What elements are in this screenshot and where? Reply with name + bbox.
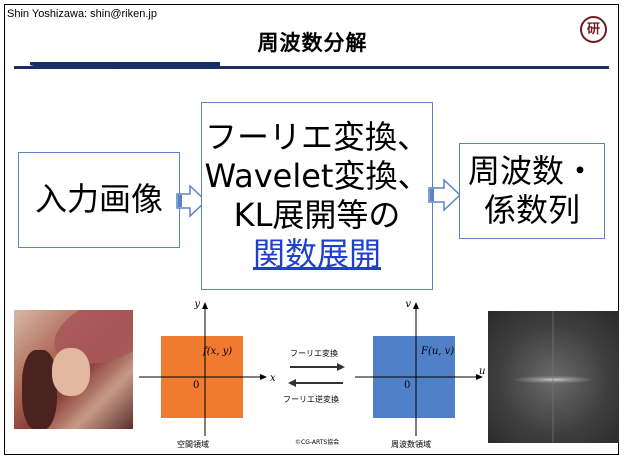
transform-arrows: フーリエ変換 フーリエ逆変換 ©CG-ARTS協会 (283, 348, 345, 446)
logo-glyph: 研 (586, 22, 600, 37)
spatial-domain-caption: 空間領域 (177, 439, 209, 449)
transform-box: フーリエ変換、 Wavelet変換、 KL展開等の 関数展開 (201, 102, 433, 290)
output-line-2: 係数列 (483, 191, 580, 229)
frequency-origin-label: 0 (404, 380, 410, 391)
function-expansion-link[interactable]: 関数展開 (252, 235, 381, 274)
forward-transform-label: フーリエ変換 (290, 348, 338, 358)
fourier-transform-diagram: y x f(x, y) 0 空間領域 フーリエ変換 フーリエ逆変換 ©CG-AR… (139, 299, 485, 449)
spectrum-image (488, 311, 619, 443)
slide-title: 周波数分解 (257, 31, 368, 55)
y-axis-label: y (193, 299, 200, 310)
frequency-function-label: F(u, v) (420, 346, 454, 357)
frequency-domain-plot: v u F(u, v) 0 周波数領域 (355, 299, 485, 449)
title-rule (14, 66, 609, 69)
arrow-right-icon (428, 178, 462, 212)
u-axis-label: u (479, 366, 485, 377)
spatial-domain-plot: y x f(x, y) 0 空間領域 (139, 299, 276, 449)
input-image-label: 入力画像 (34, 180, 163, 219)
output-line-1: 周波数・ (467, 151, 596, 190)
frequency-domain-caption: 周波数領域 (391, 439, 431, 449)
v-axis-label: v (405, 299, 411, 310)
transform-line-3: KL展開等の (233, 196, 401, 234)
spatial-function-label: f(x, y) (202, 346, 232, 357)
spatial-origin-label: 0 (193, 380, 199, 391)
input-photo (14, 310, 133, 429)
x-axis-label: x (270, 373, 276, 384)
arrow-right-icon (176, 184, 208, 218)
institution-logo-icon: 研 (580, 16, 607, 43)
frequency-coefficients-box: 周波数・ 係数列 (459, 143, 605, 239)
credit-label: ©CG-ARTS協会 (295, 438, 339, 446)
input-image-box: 入力画像 (18, 152, 180, 248)
inverse-transform-label: フーリエ逆変換 (283, 394, 339, 404)
author-credit: Shin Yoshizawa: shin@riken.jp (7, 8, 157, 20)
transform-line-1: フーリエ変換、 (204, 117, 429, 156)
transform-line-2: Wavelet変換、 (204, 156, 430, 195)
title-rule-swoosh (30, 62, 220, 69)
